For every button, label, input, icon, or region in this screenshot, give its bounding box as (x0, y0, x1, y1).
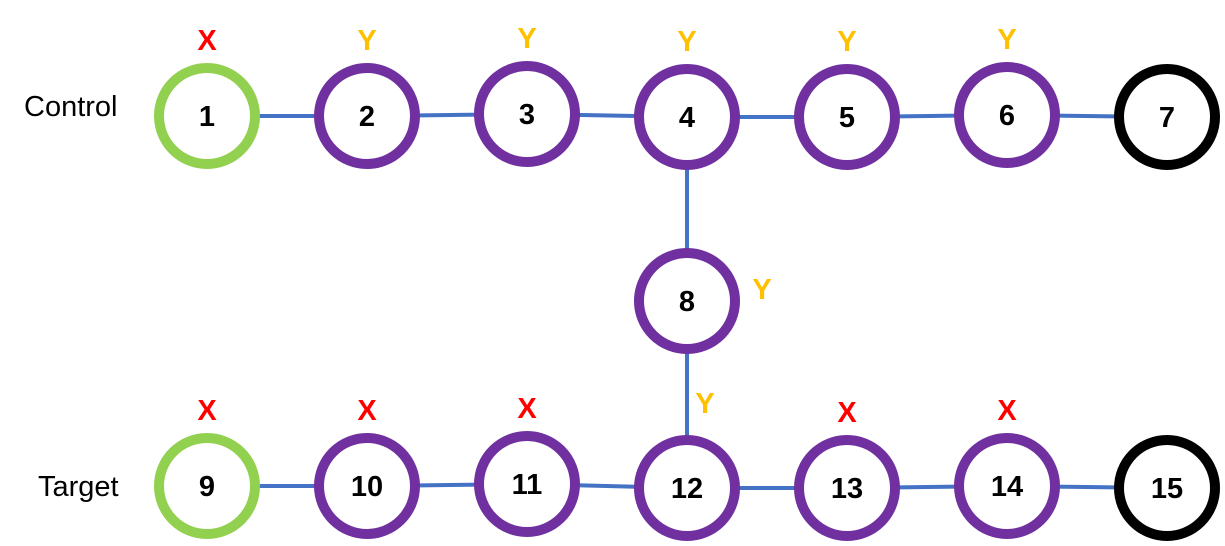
pauli-label-8: Y (752, 274, 771, 306)
pauli-label-3: Y (517, 23, 536, 55)
node-ring-3 (474, 61, 580, 167)
node-15: 15 (1114, 435, 1220, 541)
node-10: 10 (314, 433, 420, 539)
node-label-3: 3 (519, 99, 535, 131)
node-ring-2 (314, 63, 420, 169)
node-label-1: 1 (199, 101, 215, 133)
node-label-2: 2 (359, 101, 375, 133)
target-row-label: Target (38, 471, 119, 503)
node-label-11: 11 (512, 469, 543, 501)
node-label-7: 7 (1159, 102, 1175, 134)
node-label-9: 9 (199, 471, 215, 503)
pauli-label-4: Y (677, 26, 696, 58)
pauli-labels-layer: X Y Y Y Y Y Y X X X Y X X (197, 23, 1017, 429)
pauli-label-12: Y (695, 388, 714, 420)
node-ring-4 (634, 64, 740, 170)
node-9: 9 (154, 433, 260, 539)
node-ring-10 (314, 433, 420, 539)
node-label-13: 13 (831, 473, 863, 505)
node-14: 14 (954, 433, 1060, 539)
node-2: 2 (314, 63, 420, 169)
node-ring-8 (634, 248, 740, 354)
node-ring-7 (1114, 64, 1220, 170)
node-1: 1 (154, 63, 260, 169)
node-ring-15 (1114, 435, 1220, 541)
pauli-label-9: X (197, 395, 217, 427)
node-5: 5 (794, 64, 900, 170)
node-label-4: 4 (679, 102, 695, 134)
pauli-label-2: Y (357, 25, 376, 57)
pauli-label-5: Y (837, 26, 856, 58)
pauli-label-10: X (357, 395, 377, 427)
node-ring-1 (154, 63, 260, 169)
node-label-6: 6 (999, 100, 1015, 132)
pauli-label-11: X (517, 393, 537, 425)
node-8: 8 (634, 248, 740, 354)
node-ring-14 (954, 433, 1060, 539)
pauli-label-14: X (997, 395, 1017, 427)
node-label-5: 5 (839, 102, 855, 134)
node-ring-5 (794, 64, 900, 170)
node-11: 11 (474, 431, 580, 537)
control-row-label: Control (24, 91, 118, 123)
node-6: 6 (954, 62, 1060, 168)
node-label-12: 12 (671, 473, 703, 505)
pauli-label-6: Y (997, 24, 1016, 56)
pauli-label-1: X (197, 25, 217, 57)
node-ring-6 (954, 62, 1060, 168)
node-ring-9 (154, 433, 260, 539)
node-7: 7 (1114, 64, 1220, 170)
node-label-10: 10 (351, 471, 383, 503)
node-3: 3 (474, 61, 580, 167)
pauli-label-13: X (837, 397, 857, 429)
node-ring-13 (794, 435, 900, 541)
node-4: 4 (634, 64, 740, 170)
node-label-8: 8 (679, 286, 695, 318)
node-ring-11 (474, 431, 580, 537)
node-12: 12 (634, 435, 740, 541)
node-label-15: 15 (1151, 473, 1183, 505)
node-13: 13 (794, 435, 900, 541)
node-label-14: 14 (991, 471, 1023, 503)
node-ring-12 (634, 435, 740, 541)
